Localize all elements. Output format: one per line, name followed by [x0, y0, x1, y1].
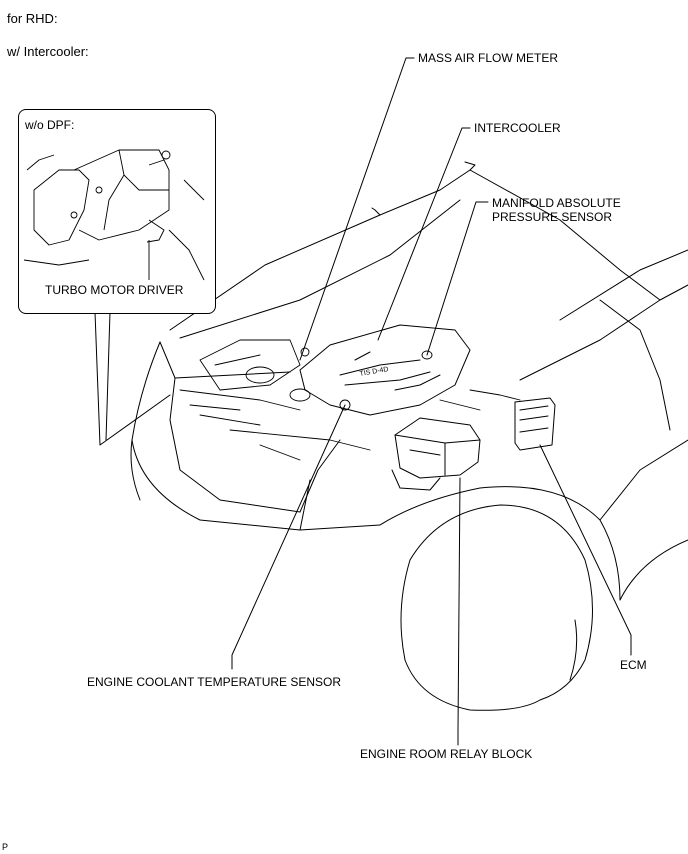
label-map-sensor-line1: MANIFOLD ABSOLUTE	[492, 196, 621, 210]
leader-lines	[94, 57, 632, 746]
label-engine-coolant-temperature-sensor: ENGINE COOLANT TEMPERATURE SENSOR	[87, 675, 342, 689]
hood-outline	[169, 161, 661, 339]
inset-pointer	[94, 311, 171, 446]
inset-label-turbo-motor-driver: TURBO MOTOR DRIVER	[45, 283, 184, 297]
leader-relay-block	[457, 477, 461, 746]
leader-ecm	[539, 444, 632, 656]
header-intercooler: w/ Intercooler:	[7, 44, 89, 59]
label-engine-room-relay-block: ENGINE ROOM RELAY BLOCK	[360, 747, 533, 761]
wheel-and-fender	[379, 439, 688, 711]
leader-mass-air-flow-meter	[299, 57, 415, 361]
front-body-outline	[130, 341, 381, 531]
windshield-outline	[519, 249, 688, 431]
inset-box: w/o DPF: TURBO MOTOR DRIVER	[18, 109, 216, 314]
leader-intercooler	[377, 127, 471, 341]
relay-block-illustration	[391, 417, 481, 491]
label-intercooler: INTERCOOLER	[474, 121, 561, 135]
label-mass-air-flow-meter: MASS AIR FLOW METER	[418, 51, 559, 65]
leader-map-sensor	[426, 201, 489, 356]
ecm-illustration	[514, 397, 556, 451]
turbo-motor-driver-illustration	[23, 149, 205, 281]
leader-coolant-sensor	[231, 404, 346, 670]
svg-text:TIS D-4D: TIS D-4D	[359, 366, 389, 378]
inset-title: w/o DPF:	[25, 118, 75, 132]
engine-bay-components	[179, 339, 521, 461]
footer-code: P	[2, 842, 9, 852]
label-ecm: ECM	[620, 658, 647, 672]
header-for-rhd: for RHD:	[7, 11, 58, 26]
engine-cover: TIS D-4D	[299, 324, 471, 416]
label-map-sensor-line2: PRESSURE SENSOR	[492, 210, 613, 224]
